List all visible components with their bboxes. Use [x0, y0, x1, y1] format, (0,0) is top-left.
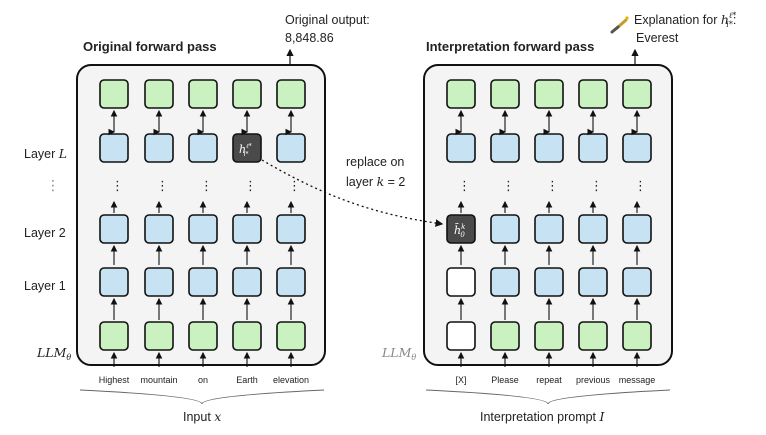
right-dots: ⋮ — [458, 178, 471, 193]
left-embedding-cell — [188, 321, 218, 351]
layer-1-label: Layer 1 — [24, 279, 66, 293]
right-layer-L-cell — [534, 133, 564, 163]
right-output-cell — [534, 79, 564, 109]
left-layer-1-cell — [99, 267, 129, 297]
right-layer-2-cell — [578, 214, 608, 244]
right-layer-2-cell — [534, 214, 564, 244]
right-embedding-cell — [446, 321, 476, 351]
injected-state-cell — [446, 214, 476, 244]
original-output-label: Original output: — [285, 13, 370, 27]
left-token-label: elevation — [273, 375, 309, 385]
left-layer-1-cell — [144, 267, 174, 297]
layer-dots-label: ⋮ — [46, 177, 60, 193]
hidden-state-cell — [232, 133, 262, 163]
right-output-cell — [490, 79, 520, 109]
left-dots: ⋮ — [111, 178, 124, 193]
left-layer-L-cell — [276, 133, 306, 163]
right-token-label: repeat — [536, 375, 562, 385]
hidden-state-label: hℓ*i* — [239, 143, 252, 158]
left-dots: ⋮ — [288, 178, 301, 193]
layer-2-label: Layer 2 — [24, 226, 66, 240]
explanation-label: Explanation for hℓ*i*: — [634, 11, 736, 29]
right-token-label: Please — [491, 375, 519, 385]
right-layer-1-cell — [490, 267, 520, 297]
left-layer-1-cell — [188, 267, 218, 297]
right-layer-1-cell — [622, 267, 652, 297]
right-embedding-cell — [534, 321, 564, 351]
input-label: Input x — [183, 409, 221, 424]
left-output-cell — [99, 79, 129, 109]
left-embedding-cell — [99, 321, 129, 351]
right-embedding-cell — [578, 321, 608, 351]
right-layer-2-cell — [622, 214, 652, 244]
left-layer-1-cell — [232, 267, 262, 297]
left-token-label: on — [198, 375, 208, 385]
left-layer-L-cell — [144, 133, 174, 163]
right-embedding-cell — [490, 321, 520, 351]
right-token-label: message — [619, 375, 656, 385]
left-dots: ⋮ — [200, 178, 213, 193]
right-output-cell — [622, 79, 652, 109]
prompt-label: Interpretation prompt I — [480, 409, 606, 424]
right-panel-title: Interpretation forward pass — [426, 39, 594, 54]
left-token-label: Earth — [236, 375, 258, 385]
left-input-brace — [79, 389, 325, 405]
right-prompt-brace — [425, 389, 671, 405]
left-output-cell — [232, 79, 262, 109]
right-layer-2-cell — [490, 214, 520, 244]
left-output-cell — [144, 79, 174, 109]
wand-icon — [610, 16, 629, 34]
right-dots: ⋮ — [502, 178, 515, 193]
left-layer-1-cell — [276, 267, 306, 297]
left-token-label: Highest — [99, 375, 130, 385]
left-panel-title: Original forward pass — [83, 39, 217, 54]
left-embedding-cell — [144, 321, 174, 351]
left-layer-L-cell — [188, 133, 218, 163]
left-embedding-cell — [276, 321, 306, 351]
right-llm-label: LLMθ — [381, 345, 416, 362]
right-layer-L-cell — [578, 133, 608, 163]
left-llm-label: LLMθ — [36, 345, 71, 362]
left-layer-2-cell — [232, 214, 262, 244]
right-output-cell — [578, 79, 608, 109]
right-token-label: previous — [576, 375, 611, 385]
left-layer-L-cell — [99, 133, 129, 163]
layer-L-label: Layer L — [24, 146, 67, 161]
left-layer-2-cell — [99, 214, 129, 244]
left-output-cell — [188, 79, 218, 109]
right-layer-1-cell — [578, 267, 608, 297]
left-token-label: mountain — [140, 375, 177, 385]
explanation-value: Everest — [636, 31, 679, 45]
original-output-value: 8,848.86 — [285, 31, 334, 45]
right-embedding-cell — [622, 321, 652, 351]
replace-arrow — [261, 159, 444, 227]
left-dots: ⋮ — [156, 178, 169, 193]
annotation-line1: replace on — [346, 155, 404, 169]
right-layer-L-cell — [490, 133, 520, 163]
left-embedding-cell — [232, 321, 262, 351]
right-layer-L-cell — [446, 133, 476, 163]
right-dots: ⋮ — [634, 178, 647, 193]
left-layer-2-cell — [276, 214, 306, 244]
left-output-cell — [276, 79, 306, 109]
right-token-label: [X] — [455, 375, 466, 385]
left-layer-2-cell — [144, 214, 174, 244]
right-dots: ⋮ — [590, 178, 603, 193]
right-output-cell — [446, 79, 476, 109]
annotation-line2: layer k = 2 — [346, 174, 405, 189]
right-layer-1-cell — [534, 267, 564, 297]
right-layer-L-cell — [622, 133, 652, 163]
left-dots: ⋮ — [244, 178, 257, 193]
right-dots: ⋮ — [546, 178, 559, 193]
left-layer-2-cell — [188, 214, 218, 244]
right-layer-1-cell — [446, 267, 476, 297]
